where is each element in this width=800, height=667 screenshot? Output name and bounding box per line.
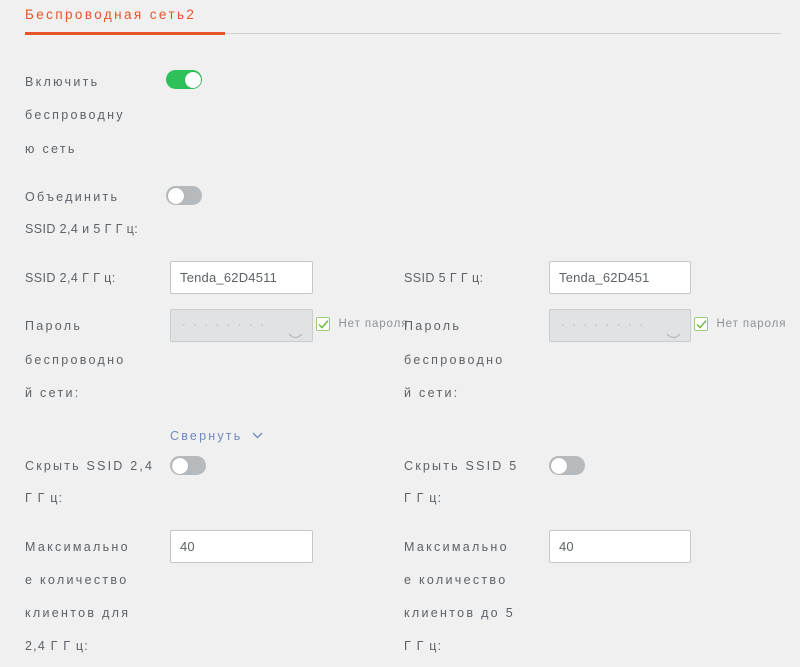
password-24-masked-value: ········ (182, 319, 272, 331)
password-5-input[interactable]: ········ (549, 309, 691, 342)
toggle-knob (167, 187, 184, 204)
max-clients-24-label-line-2: е количество (25, 573, 129, 587)
password-5-masked-value: ········ (561, 319, 651, 331)
tab-divider-line (225, 33, 781, 34)
eye-closed-icon[interactable] (288, 321, 303, 339)
max-clients-24-label-line-1: Максимально (25, 540, 130, 554)
password-24-label-line-3: й сети: (25, 386, 81, 400)
password-24-label-line-1: Пароль (25, 319, 83, 333)
toggle-knob (550, 457, 567, 474)
toggle-knob (171, 457, 188, 474)
max-clients-24-label-line-4: 2,4 Г Г ц: (25, 639, 89, 653)
toggle-knob (184, 71, 201, 88)
hide-ssid-24-toggle[interactable] (170, 456, 206, 475)
tab-wireless-network-2[interactable]: Беспроводная сеть2 (25, 7, 197, 22)
ssid-5-label: SSID 5 Г Г ц: (404, 271, 484, 285)
hide-ssid-24-label-line-1: Скрыть SSID 2,4 (25, 459, 155, 473)
password-5-label-line-3: й сети: (404, 386, 460, 400)
max-clients-5-label-line-1: Максимально (404, 540, 509, 554)
no-password-24-label: Нет пароля (338, 317, 409, 330)
max-clients-5-input[interactable]: 40 (549, 530, 691, 563)
no-password-5-checkbox[interactable] (694, 316, 708, 331)
ssid-5-input[interactable]: Tenda_62D451 (549, 261, 691, 294)
no-password-24-checkbox[interactable] (316, 316, 330, 331)
max-clients-24-input[interactable]: 40 (170, 530, 313, 563)
password-24-label-line-2: беспроводно (25, 353, 126, 367)
password-24-input[interactable]: ········ (170, 309, 313, 342)
tab-bar: Беспроводная сеть2 (0, 0, 800, 44)
enable-wifi-label-line-1: Включить (25, 75, 100, 89)
max-clients-5-label-line-3: клиентов до 5 (404, 606, 515, 620)
collapse-link-label: Свернуть (170, 429, 243, 443)
no-password-5-checkbox-wrap[interactable]: Нет пароля (694, 315, 786, 333)
password-5-label-line-2: беспроводно (404, 353, 505, 367)
no-password-24-checkbox-wrap[interactable]: Нет пароля (316, 315, 408, 333)
max-clients-5-label-line-4: Г Г ц: (404, 639, 443, 653)
hide-ssid-5-label-line-2: Г Г ц: (404, 491, 443, 505)
no-password-5-label: Нет пароля (716, 317, 787, 330)
enable-wifi-toggle[interactable] (166, 70, 202, 89)
ssid-24-label: SSID 2,4 Г Г ц: (25, 271, 116, 285)
enable-wifi-label-line-2: беспроводну (25, 108, 125, 122)
ssid-24-input[interactable]: Tenda_62D4511 (170, 261, 313, 294)
hide-ssid-5-label-line-1: Скрыть SSID 5 (404, 459, 519, 473)
enable-wifi-label-line-3: ю сеть (25, 142, 77, 156)
password-5-label-line-1: Пароль (404, 319, 462, 333)
max-clients-24-label-line-3: клиентов для (25, 606, 131, 620)
eye-closed-icon[interactable] (666, 321, 681, 339)
max-clients-5-label-line-2: е количество (404, 573, 508, 587)
chevron-down-icon (252, 428, 263, 442)
merge-ssid-label-line-2: SSID 2,4 и 5 Г Г ц: (25, 222, 139, 236)
hide-ssid-5-toggle[interactable] (549, 456, 585, 475)
merge-ssid-label-line-1: Объединить (25, 190, 120, 204)
tab-active-underline (25, 32, 225, 35)
hide-ssid-24-label-line-2: Г Г ц: (25, 491, 64, 505)
merge-ssid-toggle[interactable] (166, 186, 202, 205)
collapse-link[interactable]: Свернуть (170, 428, 263, 443)
